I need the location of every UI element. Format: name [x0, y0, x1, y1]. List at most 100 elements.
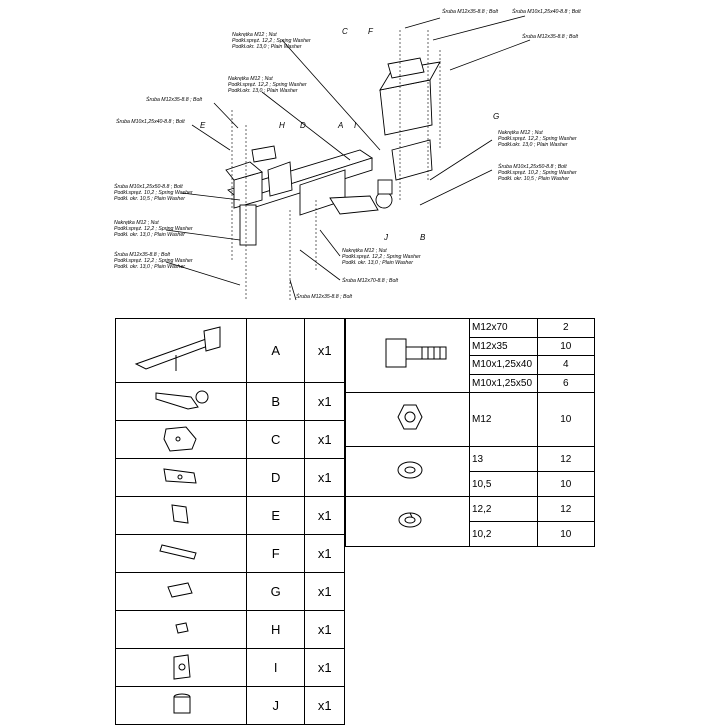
part-letter-c: C	[245, 420, 306, 459]
callout-spring-top-2: Podkł.spręż. 12,2 ; Spring Washer	[228, 82, 307, 88]
bolt-size-2: M12x35	[469, 336, 538, 356]
part-qty-d: x1	[304, 458, 345, 497]
part-image-i	[115, 648, 247, 687]
part-qty-j: x1	[304, 686, 345, 725]
diagram-letter-b: B	[420, 233, 426, 242]
diagram-letter-f: F	[368, 27, 374, 36]
hw-bolt-row-4: M10x1,25x50 6	[346, 373, 596, 393]
callout-nut-top-1: Nakrętka M12 ; Nut	[232, 32, 277, 38]
spring-washer-qty-1: 12	[536, 496, 596, 522]
part-qty-e: x1	[304, 496, 345, 535]
part-letter-labels: C F G A D H E I B J	[200, 27, 499, 242]
part-image-j	[115, 686, 247, 725]
hardware-table: M12x70 2 M12x35 10 M10x1,25x40 4 M10x1,2…	[345, 318, 596, 547]
hw-spring-washer-row-2: 10,2 10	[346, 521, 596, 547]
bolt-qty-3: 4	[536, 355, 596, 375]
part-row-j: J x1	[115, 686, 345, 725]
bolt-size-1: M12x70	[469, 318, 538, 338]
nut-icon	[345, 392, 470, 447]
part-image-g	[115, 572, 247, 611]
diagram-letter-d: D	[300, 121, 306, 130]
part-image-c	[115, 420, 247, 459]
callout-bottom-plain: Podkł. okr. 13,0 ; Plain Washer	[342, 260, 413, 266]
callout-left-bolt-m10x50: Śruba M10x1,25x50-8.8 ; Bolt	[114, 183, 183, 190]
part-letter-i: I	[245, 648, 306, 687]
part-qty-b: x1	[304, 382, 345, 421]
plain-washer-qty-1: 12	[536, 446, 596, 472]
callout-left-plain-10: Podkł. okr. 10,5 ; Plain Washer	[114, 196, 185, 202]
bolt-size-4: M10x1,25x50	[469, 373, 538, 393]
spring-washer-size-2: 10,2	[469, 521, 538, 547]
callout-bottom-left-plain: Podkł. okr. 13,0 ; Plain Washer	[114, 264, 185, 270]
part-row-b: B x1	[115, 382, 345, 421]
part-row-h: H x1	[115, 610, 345, 649]
spring-washer-qty-2: 10	[536, 521, 596, 547]
bolt-qty-2: 10	[536, 336, 596, 356]
bolt-qty-4: 6	[536, 373, 596, 393]
callout-left-nut: Nakrętka M12 ; Nut	[114, 220, 159, 226]
callout-left-spring-10: Podkł.spręż. 10,2 ; Spring Washer	[114, 190, 193, 196]
tow-ball-b-drawing	[329, 179, 393, 215]
diagram-letter-h: H	[279, 121, 285, 130]
assembly-guide-lines	[231, 30, 441, 300]
bracket-g-drawing	[391, 139, 433, 181]
callout-bottom-left-spring: Podkł.spręż. 12,2 ; Spring Washer	[114, 258, 193, 264]
callout-plain-top-1: Podkł.okr. 13,0 ; Plain Washer	[232, 44, 302, 50]
diagram-letter-g: G	[493, 112, 499, 121]
callout-top-bolt-m10x40: Śruba M10x1,25x40-8.8 ; Bolt	[512, 8, 581, 15]
part-row-e: E x1	[115, 496, 345, 535]
callout-right-bolt-m10x50: Śruba M10x1,25x50-8.8 ; Bolt	[498, 163, 567, 170]
callout-nut-top-2: Nakrętka M12 ; Nut	[228, 76, 273, 82]
hw-plain-washer-row-2: 10,5 10	[346, 471, 596, 497]
exploded-assembly-diagram: C F G A D H E I B J Śruba M12x35-8.8 ; B…	[114, 8, 581, 301]
bolt-icon	[345, 318, 470, 393]
callout-plain-top-2: Podkł.okr. 13,0 ; Plain Washer	[228, 88, 298, 94]
part-image-b	[115, 382, 247, 421]
callout-right-bolt-m12x35: Śruba M12x35-8.8 ; Bolt	[522, 33, 578, 40]
plate-h-drawing	[251, 145, 277, 163]
part-qty-g: x1	[304, 572, 345, 611]
part-image-d	[115, 458, 247, 497]
plain-washer-icon	[345, 446, 470, 497]
callout-left-bolt-m10x40: Śruba M10x1,25x40-8.8 ; Bolt	[116, 118, 185, 125]
callout-left-plain: Podkł. okr. 13,0 ; Plain Washer	[114, 232, 185, 238]
parts-table: A x1 B x1 C x1 D x1 E x1 F x1	[115, 318, 345, 725]
part-letter-e: E	[245, 496, 306, 535]
part-row-a: A x1	[115, 318, 345, 383]
part-qty-c: x1	[304, 420, 345, 459]
hw-plain-washer-row-1: 13 12	[345, 446, 596, 497]
part-qty-f: x1	[304, 534, 345, 573]
part-letter-b: B	[245, 382, 306, 421]
callout-spring-top-1: Podkł.spręż. 12,2 ; Spring Washer	[232, 38, 311, 44]
plain-washer-size-2: 10,5	[469, 471, 538, 497]
callout-leader-lines	[165, 15, 531, 301]
part-letter-d: D	[245, 458, 306, 497]
part-row-i: I x1	[115, 648, 345, 687]
bracket-c-drawing	[379, 61, 441, 136]
callout-bottom-nut: Nakrętka M12 ; Nut	[342, 248, 387, 254]
plain-washer-qty-2: 10	[536, 471, 596, 497]
part-image-a	[115, 318, 247, 383]
spring-washer-icon	[345, 496, 470, 547]
part-qty-h: x1	[304, 610, 345, 649]
plain-washer-size-1: 13	[469, 446, 538, 472]
hw-bolt-row-1: M12x70 2	[345, 318, 596, 393]
bolt-size-3: M10x1,25x40	[469, 355, 538, 375]
part-image-e	[115, 496, 247, 535]
hw-nut-row: M12 10	[345, 392, 596, 447]
part-letter-j: J	[245, 686, 306, 725]
part-letter-g: G	[245, 572, 306, 611]
part-letter-a: A	[245, 318, 306, 383]
callout-right-plain-10: Podkł. okr. 10,5 ; Plain Washer	[498, 176, 569, 182]
callout-bottom-left-bolt: Śruba M12x35-8.8 ; Bolt	[114, 251, 170, 258]
nut-size: M12	[469, 392, 538, 447]
part-image-f	[115, 534, 247, 573]
callout-right-nut: Nakrętka M12 ; Nut	[498, 130, 543, 136]
diagram-letter-c: C	[342, 27, 348, 36]
callout-right-spring-10: Podkł.spręż. 10,2 ; Spring Washer	[498, 170, 577, 176]
callout-left-spring: Podkł.spręż. 12,2 ; Spring Washer	[114, 226, 193, 232]
callout-bottom-spring: Podkł.spręż. 12,2 ; Spring Washer	[342, 254, 421, 260]
callout-top-bolt-m12x35: Śruba M12x35-8.8 ; Bolt	[442, 8, 498, 15]
spring-washer-size-1: 12,2	[469, 496, 538, 522]
plate-f-drawing	[387, 57, 425, 79]
